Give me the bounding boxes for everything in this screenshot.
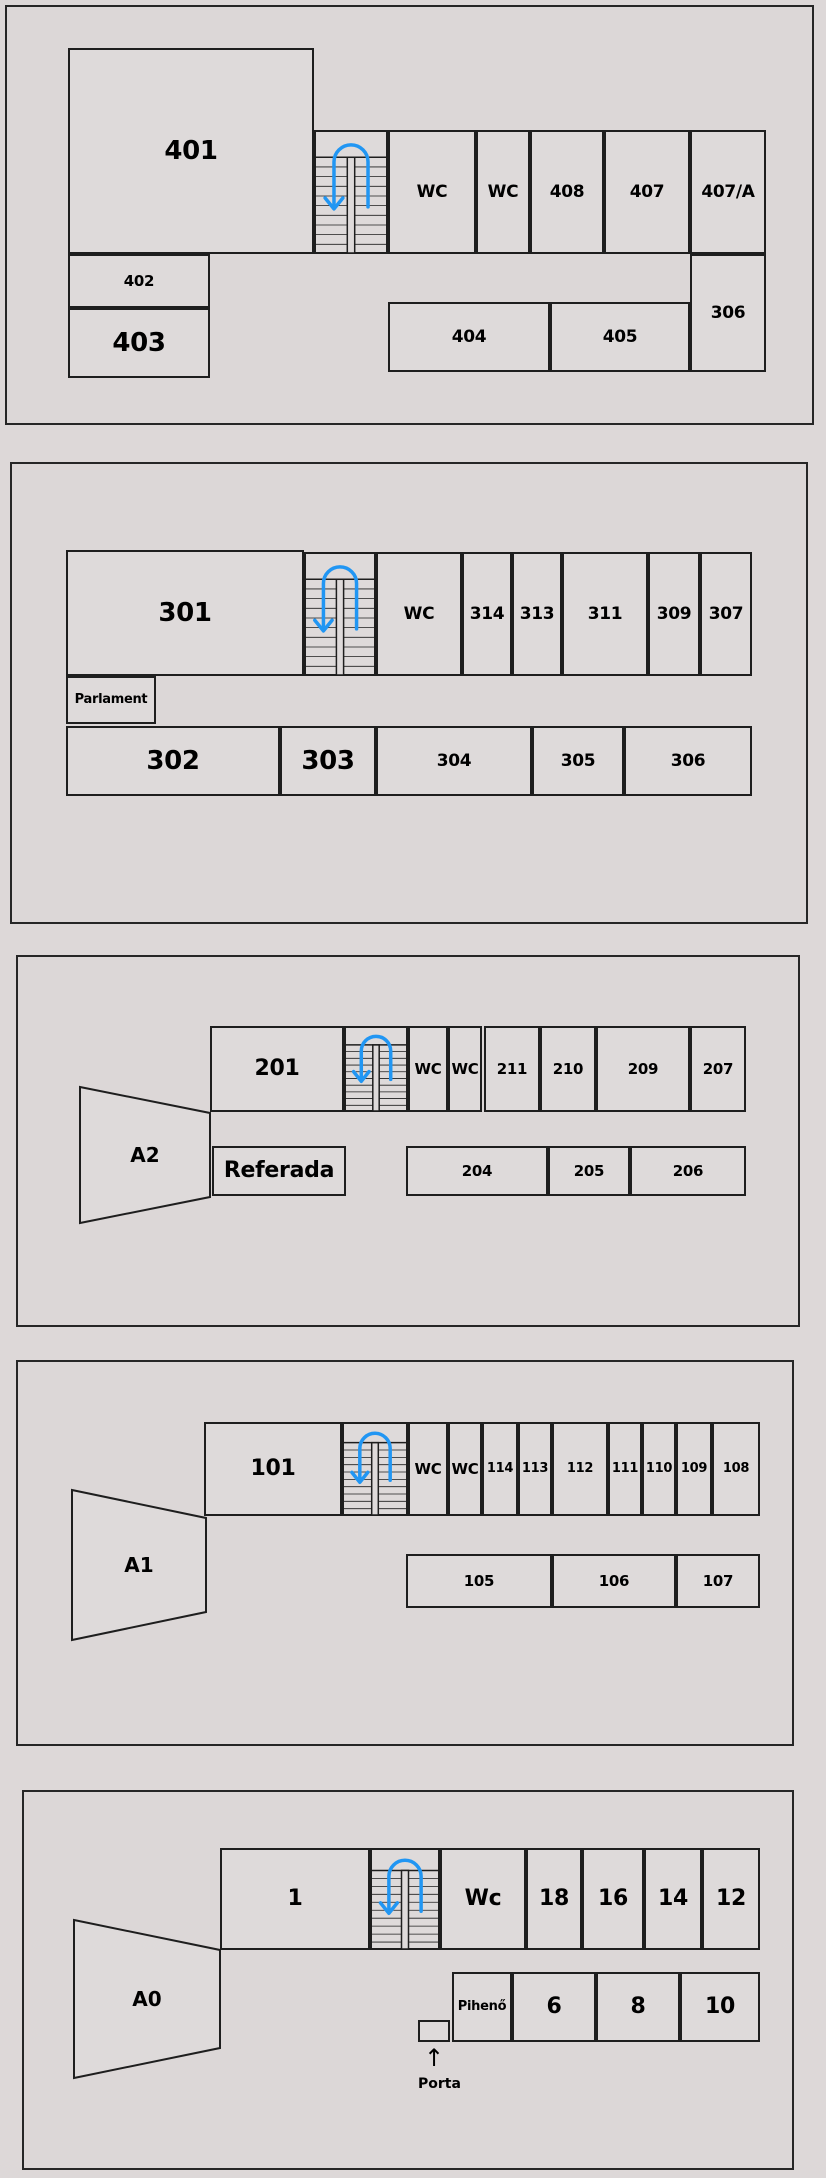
room-305[interactable]: 305 <box>532 726 624 796</box>
auditorium-a0[interactable]: A0 <box>72 1918 222 2080</box>
room-302[interactable]: 302 <box>66 726 280 796</box>
room-8[interactable]: 8 <box>596 1972 680 2042</box>
room-311[interactable]: 311 <box>562 552 648 676</box>
room-10[interactable]: 10 <box>680 1972 760 2042</box>
auditorium-a1-label: A1 <box>124 1553 154 1577</box>
room-1[interactable]: 1 <box>220 1848 370 1950</box>
stairs-floor-4 <box>314 130 388 254</box>
room-114[interactable]: 114 <box>482 1422 518 1516</box>
room-wc-8[interactable]: Wc <box>440 1848 526 1950</box>
room-207[interactable]: 207 <box>690 1026 746 1112</box>
room-307[interactable]: 307 <box>700 552 752 676</box>
room-16[interactable]: 16 <box>582 1848 644 1950</box>
room-piheno[interactable]: Pihenő <box>452 1972 512 2042</box>
room-18[interactable]: 18 <box>526 1848 582 1950</box>
room-106[interactable]: 106 <box>552 1554 676 1608</box>
room-wc-7[interactable]: WC <box>448 1422 482 1516</box>
room-6[interactable]: 6 <box>512 1972 596 2042</box>
room-112[interactable]: 112 <box>552 1422 608 1516</box>
auditorium-a0-label: A0 <box>132 1987 162 2011</box>
porta-box[interactable] <box>418 2020 450 2042</box>
room-313[interactable]: 313 <box>512 552 562 676</box>
room-108[interactable]: 108 <box>712 1422 760 1516</box>
auditorium-a2-label: A2 <box>130 1143 160 1167</box>
room-111[interactable]: 111 <box>608 1422 642 1516</box>
room-301[interactable]: 301 <box>66 550 304 676</box>
room-101[interactable]: 101 <box>204 1422 342 1516</box>
room-205[interactable]: 205 <box>548 1146 630 1196</box>
room-309[interactable]: 309 <box>648 552 700 676</box>
stairs-floor-0 <box>370 1848 440 1950</box>
room-107[interactable]: 107 <box>676 1554 760 1608</box>
stairs-floor-1 <box>342 1422 408 1516</box>
room-314[interactable]: 314 <box>462 552 512 676</box>
room-402[interactable]: 402 <box>68 254 210 308</box>
room-407[interactable]: 407 <box>604 130 690 254</box>
room-referada[interactable]: Referada <box>212 1146 346 1196</box>
room-wc-4[interactable]: WC <box>408 1026 448 1112</box>
room-303[interactable]: 303 <box>280 726 376 796</box>
room-204[interactable]: 204 <box>406 1146 548 1196</box>
stairs-floor-3 <box>304 552 376 676</box>
room-306-floor4[interactable]: 306 <box>690 254 766 372</box>
room-109[interactable]: 109 <box>676 1422 712 1516</box>
room-wc-5[interactable]: WC <box>448 1026 482 1112</box>
auditorium-a1[interactable]: A1 <box>70 1488 208 1642</box>
room-201[interactable]: 201 <box>210 1026 344 1112</box>
room-401[interactable]: 401 <box>68 48 314 254</box>
stairs-floor-2 <box>344 1026 408 1112</box>
room-wc-1[interactable]: WC <box>388 130 476 254</box>
arrow-up-icon: ↑ <box>424 2044 445 2072</box>
room-105[interactable]: 105 <box>406 1554 552 1608</box>
room-wc-3[interactable]: WC <box>376 552 462 676</box>
room-12[interactable]: 12 <box>702 1848 760 1950</box>
room-14[interactable]: 14 <box>644 1848 702 1950</box>
porta-label: Porta <box>418 2076 461 2092</box>
room-211[interactable]: 211 <box>484 1026 540 1112</box>
room-306-floor3[interactable]: 306 <box>624 726 752 796</box>
room-parlament[interactable]: Parlament <box>66 676 156 724</box>
room-403[interactable]: 403 <box>68 308 210 378</box>
room-wc-6[interactable]: WC <box>408 1422 448 1516</box>
auditorium-a2[interactable]: A2 <box>78 1085 212 1225</box>
room-408[interactable]: 408 <box>530 130 604 254</box>
room-407-a[interactable]: 407/A <box>690 130 766 254</box>
room-404[interactable]: 404 <box>388 302 550 372</box>
room-210[interactable]: 210 <box>540 1026 596 1112</box>
room-113[interactable]: 113 <box>518 1422 552 1516</box>
room-206[interactable]: 206 <box>630 1146 746 1196</box>
room-wc-2[interactable]: WC <box>476 130 530 254</box>
room-110[interactable]: 110 <box>642 1422 676 1516</box>
room-209[interactable]: 209 <box>596 1026 690 1112</box>
room-304[interactable]: 304 <box>376 726 532 796</box>
room-405[interactable]: 405 <box>550 302 690 372</box>
